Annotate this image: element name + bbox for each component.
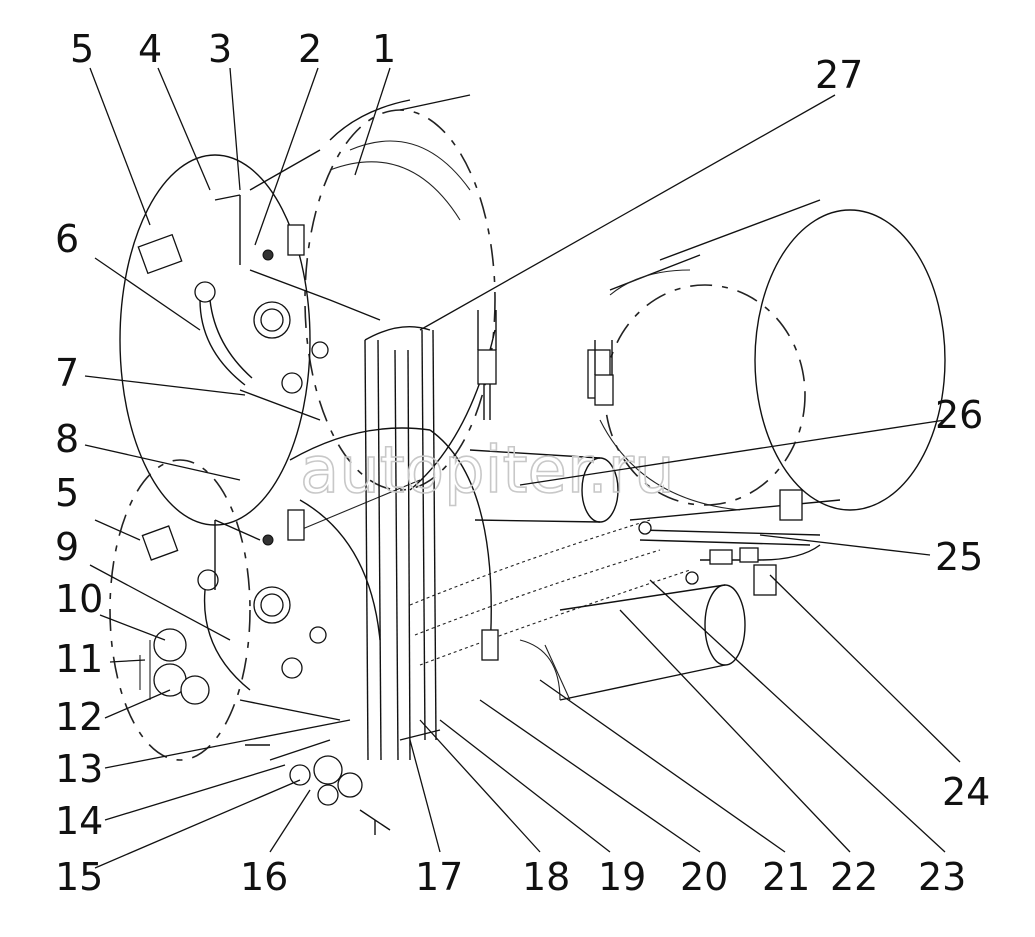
callout-11: 11 [55,637,103,681]
callout-19: 19 [598,855,646,899]
callout-17: 17 [415,855,463,899]
callout-9: 9 [55,525,79,569]
callout-15: 15 [55,855,103,899]
callout-16: 16 [240,855,288,899]
callout-1: 1 [372,27,396,71]
callout-24: 24 [942,770,990,814]
callout-10: 10 [55,577,103,621]
coiled-tubes [409,519,691,666]
callout-25: 25 [935,535,983,579]
callout-23: 23 [918,855,966,899]
callout-22: 22 [830,855,878,899]
callout-6: 6 [55,217,79,261]
right-tank [587,199,946,521]
callout-21: 21 [762,855,810,899]
callout-20: 20 [680,855,728,899]
assembly-drawing [109,94,946,835]
lower-assembly [245,739,391,835]
right-pipes [638,521,821,585]
lower-valve-cluster [197,519,341,721]
leader-lines [84,67,961,869]
callout-4: 4 [138,27,162,71]
mounting-brackets [287,224,777,661]
lower-cylinder [519,584,746,701]
callout-26: 26 [935,393,983,437]
callout-labels: 1 2 3 4 5 6 7 8 5 9 10 11 12 13 14 15 16… [55,27,990,899]
callout-18: 18 [522,855,570,899]
callout-7: 7 [55,351,79,395]
upper-valve-cluster [194,194,381,421]
callout-8: 8 [55,417,79,461]
callout-5-top: 5 [70,27,94,71]
lower-tank [109,427,492,761]
pressure-gauges [139,628,210,705]
callout-14: 14 [55,799,103,843]
watermark: autopiter.ru [300,434,675,508]
vertical-pipes [364,325,441,761]
middle-cylinder [469,449,619,523]
callout-3: 3 [208,27,232,71]
callout-12: 12 [55,695,103,739]
callout-5-bottom: 5 [55,471,79,515]
callout-2: 2 [298,27,322,71]
callout-27: 27 [815,53,863,97]
callout-13: 13 [55,747,103,791]
